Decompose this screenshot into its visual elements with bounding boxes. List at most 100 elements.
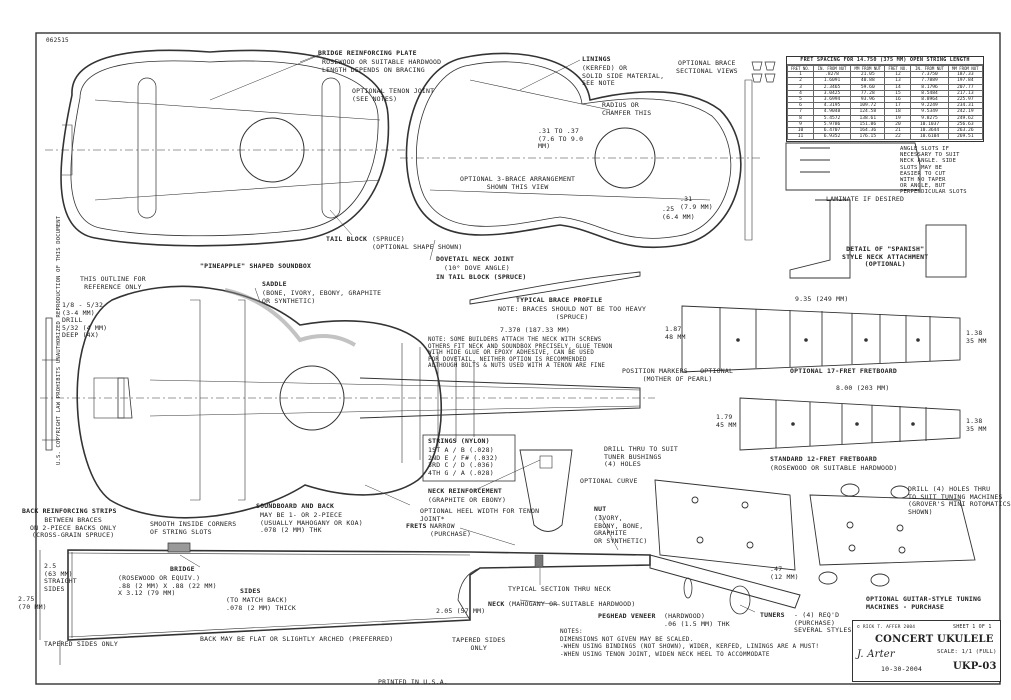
fret-table-cell: 176.15 [850, 133, 886, 141]
label-saddle-note: (BONE, IVORY, EBONY, GRAPHITE OR SYNTHET… [262, 289, 382, 305]
label-soundboard-note: MAY BE 1- OR 2-PIECE (USUALLY MAHOGANY O… [260, 511, 363, 534]
fret-table-header-cell: MM FROM NUT [947, 64, 984, 73]
label-angle-slots: ANGLE SLOTS IF NECESSARY TO SUIT NECK AN… [900, 146, 967, 196]
label-dovetail: DOVETAIL NECK JOINT [436, 255, 515, 263]
sheet-border [35, 32, 1001, 685]
fret-spacing-table: FRET SPACING FOR 14.750 (375 MM) OPEN ST… [786, 56, 984, 142]
label-dim-138b: 1.38 35 MM [966, 417, 987, 433]
fretboard-17 [681, 305, 961, 373]
drawing-number: 062515 [46, 37, 69, 44]
label-frets: FRETS [406, 522, 427, 530]
title-name: CONCERT UKULELE [875, 634, 994, 645]
label-tapered2: TAPERED SIDES ONLY [452, 636, 506, 652]
fret-table-cell: 11 [787, 133, 814, 141]
label-dim-eighth: 1/8 - 5/32 (3-4 MM) DRILL 5/32 (4 MM) DE… [62, 301, 108, 339]
spanish-neck-detail [785, 142, 967, 279]
label-typical-section: TYPICAL SECTION THRU NECK [508, 585, 611, 593]
fret-table-cell: 22 [884, 133, 912, 141]
brace-section-icons [751, 61, 776, 83]
label-smooth-corners: SMOOTH INSIDE CORNERS OF STRING SLOTS [150, 520, 237, 536]
fret-table-cell: 77.28 [850, 89, 886, 98]
title-signature: J. Arter [857, 649, 895, 660]
peghead-view-2 [809, 483, 976, 587]
fret-table-cell: 138.61 [850, 114, 886, 122]
label-peghead: PEGHEAD VENEER [598, 612, 656, 620]
fret-table-cell: 187.33 [947, 71, 984, 79]
fret-table-cell: 151.86 [850, 120, 886, 129]
label-optional-curve: OPTIONAL CURVE [580, 477, 638, 485]
label-fb12-note: (ROSEWOOD OR SUITABLE HARDWOOD) [770, 464, 898, 472]
fret-table-cell: 21.05 [850, 71, 886, 79]
label-notes: NOTES: DIMENSIONS NOT GIVEN MAY BE SCALE… [560, 628, 820, 658]
label-drill-thru: DRILL THRU TO SUIT TUNER BUSHINGS (4) HO… [604, 445, 679, 468]
fret-table-cell: 59.60 [850, 83, 886, 91]
title-scale: SCALE: 1/1 (FULL) [937, 649, 997, 655]
title-drawn-by: © RICK T. AFFER 2004 [857, 625, 916, 630]
label-tail-block: TAIL BLOCK [326, 235, 368, 243]
fret-table-cell: 6.9352 [812, 133, 852, 141]
label-dim-800: 8.00 (203 MM) [836, 384, 890, 392]
label-dim-brace: .31 TO .37 (7.6 TO 9.0 MM) [538, 127, 584, 150]
label-dim-205: 2.05 (57 MM) [436, 607, 486, 615]
label-dim-275: 2.75 (70 MM) [18, 595, 47, 611]
fret-table-cell: 124.58 [850, 108, 886, 116]
fretboard-12 [739, 397, 961, 451]
fret-table-cell: 256.63 [947, 120, 984, 129]
label-back-strips-note: BETWEEN BRACES ON 2-PIECE BACKS ONLY (CR… [30, 516, 117, 539]
label-brace-profile-note: NOTE: BRACES SHOULD NOT BE TOO HEAVY (SP… [498, 305, 647, 321]
label-dim-25b: 2.5 (63 MM) STRAIGHT SIDES [44, 562, 77, 593]
label-dim-138: 1.38 35 MM [966, 329, 987, 345]
label-back-strips: BACK REINFORCING STRIPS [22, 507, 117, 515]
leader-lines [179, 54, 756, 613]
label-tapered-only: TAPERED SIDES ONLY [44, 640, 119, 648]
label-spanish-detail: DETAIL OF "SPANISH" STYLE NECK ATTACHMEN… [842, 245, 929, 268]
fret-table-title: FRET SPACING FOR 14.750 (375 MM) OPEN ST… [787, 57, 983, 65]
fret-table-header-cell: FRET NO. [787, 64, 814, 73]
fret-table-cell: 109.72 [850, 102, 886, 110]
label-dim-31: .31 (7.9 MM) [680, 195, 713, 211]
label-dim-47: .47 (12 MM) [770, 565, 799, 581]
label-optional-brace: OPTIONAL BRACE SECTIONAL VIEWS [676, 59, 738, 75]
label-dim-935: 9.35 (249 MM) [795, 295, 849, 303]
fret-table-header-cell: FRET NO. [884, 64, 912, 73]
fret-table-cell: 93.96 [850, 95, 886, 104]
peghead-view-1 [654, 479, 796, 571]
label-neck-reinf-note: (GRAPHITE OR EBONY) [428, 496, 507, 504]
label-neck-note2: (MAHOGANY OR SUITABLE HARDWOOD) [508, 600, 636, 608]
label-bridge-note: (ROSEWOOD OR EQUIV.) .88 (2 MM) x .88 (2… [118, 574, 217, 597]
fret-table-cell: 40.88 [850, 77, 886, 85]
label-fb17: OPTIONAL 17-FRET FRETBOARD [790, 367, 897, 375]
label-optional-bracing: OPTIONAL 3-BRACE ARRANGEMENT SHOWN THIS … [460, 175, 576, 191]
label-bridge-plate-note: ROSEWOOD OR SUITABLE HARDWOOD LENGTH DEP… [322, 58, 442, 74]
label-laminate: LAMINATE IF DESIRED [826, 195, 905, 203]
label-dim-187: 1.87 48 MM [665, 325, 686, 341]
label-neck: NECK [488, 600, 505, 608]
label-drill-4: DRILL (4) HOLES THRU TO SUIT TUNING MACH… [908, 485, 1011, 516]
label-tail-block-note: (SPRUCE) (OPTIONAL SHAPE SHOWN) [372, 235, 463, 251]
fret-table-cell: 269.51 [947, 133, 984, 141]
brace-profile [469, 271, 641, 305]
figure8-soundbox [400, 52, 760, 249]
copyright-notice: U.S. COPYRIGHT LAW PROHIBITS UNAUTHORIZE… [56, 215, 62, 465]
label-brace-profile: TYPICAL BRACE PROFILE [516, 296, 603, 304]
label-back-flat: BACK MAY BE FLAT OR SLIGHTLY ARCHED (PRE… [200, 635, 394, 643]
title-block: © RICK T. AFFER 2004 SHEET 1 OF 1 CONCER… [852, 620, 1001, 682]
printed-in: PRINTED IN U.S.A. [378, 678, 448, 686]
label-radius-chamfer: RADIUS OR CHAMFER THIS [602, 101, 652, 117]
title-date: 10-30-2004 [881, 665, 923, 673]
label-strings: 1ST A / B (.028) 2ND E / F# (.032) 3RD C… [428, 446, 498, 477]
label-sides-note: (TO MATCH BACK) .078 (2 MM) THICK [226, 596, 296, 612]
fret-table-header-cell: MM FROM NUT [850, 64, 886, 73]
label-tuners: TUNERS [760, 611, 785, 619]
label-dim-179: 1.79 45 MM [716, 413, 737, 429]
label-fb12: STANDARD 12-FRET FRETBOARD [770, 455, 877, 463]
